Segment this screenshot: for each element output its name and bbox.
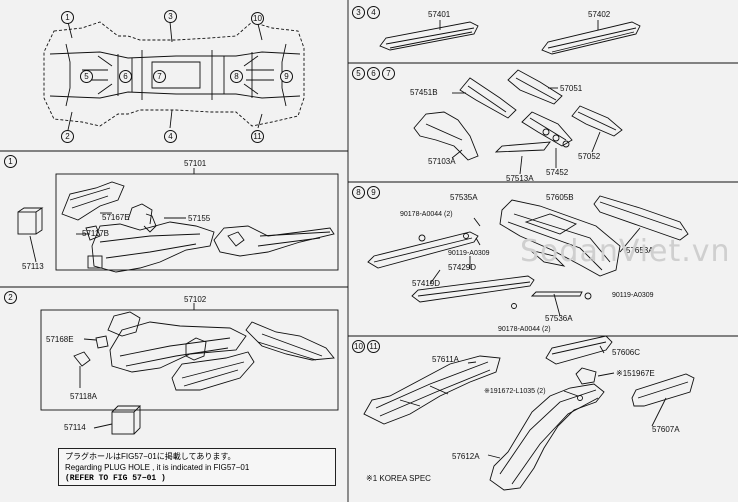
part-191672-L1035[interactable]: ※191672-L1035 (2): [484, 388, 546, 395]
watermark: SodanViet.vn: [520, 234, 731, 269]
marker-2: 2: [61, 130, 74, 143]
part-57451B[interactable]: 57451B: [410, 88, 438, 97]
part-57155[interactable]: 57155: [188, 214, 211, 223]
section-3-marker: 3: [352, 6, 365, 19]
part-57051[interactable]: 57051: [560, 84, 583, 93]
marker-6: 6: [119, 70, 132, 83]
section-10-marker: 10: [352, 340, 365, 353]
part-57113[interactable]: 57113: [22, 262, 44, 271]
marker-5: 5: [80, 70, 93, 83]
note-reference: (REFER TO FIG 57−01 ): [65, 474, 166, 483]
part-57101[interactable]: 57101: [184, 159, 207, 168]
note-line-japanese: プラグホールはFIG57−01に掲載してあります。: [65, 452, 236, 461]
section-2-marker: 2: [4, 291, 17, 304]
part-57168E[interactable]: 57168E: [46, 335, 74, 344]
marker-11: 11: [251, 130, 264, 143]
part-90178-A0044-upper[interactable]: 90178-A0044 (2): [400, 211, 453, 218]
marker-1: 1: [61, 11, 74, 24]
part-57607A[interactable]: 57607A: [652, 425, 680, 434]
section-5-marker: 5: [352, 67, 365, 80]
part-57611A[interactable]: 57611A: [432, 355, 459, 364]
part-57052[interactable]: 57052: [578, 152, 601, 161]
korea-spec-footnote: ※1 KOREA SPEC: [366, 474, 431, 483]
section-6-marker: 6: [367, 67, 380, 80]
part-57402[interactable]: 57402: [588, 10, 611, 19]
part-57612A[interactable]: 57612A: [452, 452, 480, 461]
plug-hole-note: プラグホールはFIG57−01に掲載してあります。 Regarding PLUG…: [58, 448, 336, 486]
part-57605B[interactable]: 57605B: [546, 193, 574, 202]
part-57535A[interactable]: 57535A: [450, 193, 478, 202]
marker-10: 10: [251, 12, 264, 25]
part-57118A[interactable]: 57118A: [70, 392, 97, 401]
part-57401[interactable]: 57401: [428, 10, 451, 19]
marker-4: 4: [164, 130, 177, 143]
part-90178-A0044-lower[interactable]: 90178-A0044 (2): [498, 326, 551, 333]
part-90119-A0309-lower[interactable]: 90119-A0309: [612, 292, 654, 299]
marker-3: 3: [164, 10, 177, 23]
part-57167E[interactable]: 57167E: [102, 213, 130, 222]
part-151967E[interactable]: ※151967E: [616, 369, 655, 378]
section-8-marker: 8: [352, 186, 365, 199]
part-57429D[interactable]: 57429D: [448, 263, 477, 272]
part-57117B[interactable]: 57117B: [82, 229, 109, 238]
part-57653A[interactable]: 57653A: [626, 246, 654, 255]
part-57452[interactable]: 57452: [546, 168, 569, 177]
part-57419D[interactable]: 57419D: [412, 279, 441, 288]
marker-8: 8: [230, 70, 243, 83]
section-4-marker: 4: [367, 6, 380, 19]
section-1-marker: 1: [4, 155, 17, 168]
section-9-marker: 9: [367, 186, 380, 199]
part-57114[interactable]: 57114: [64, 423, 86, 432]
part-57536A[interactable]: 57536A: [545, 314, 573, 323]
part-57513A[interactable]: 57513A: [506, 174, 534, 183]
marker-7: 7: [153, 70, 166, 83]
section-11-marker: 11: [367, 340, 380, 353]
marker-9: 9: [280, 70, 293, 83]
section-7-marker: 7: [382, 67, 395, 80]
part-57606C[interactable]: 57606C: [612, 348, 641, 357]
part-57102[interactable]: 57102: [184, 295, 207, 304]
note-line-english: Regarding PLUG HOLE , it is indicated in…: [65, 463, 250, 472]
part-90119-A0309-upper[interactable]: 90119-A0309: [448, 250, 490, 257]
part-57103A[interactable]: 57103A: [428, 157, 456, 166]
